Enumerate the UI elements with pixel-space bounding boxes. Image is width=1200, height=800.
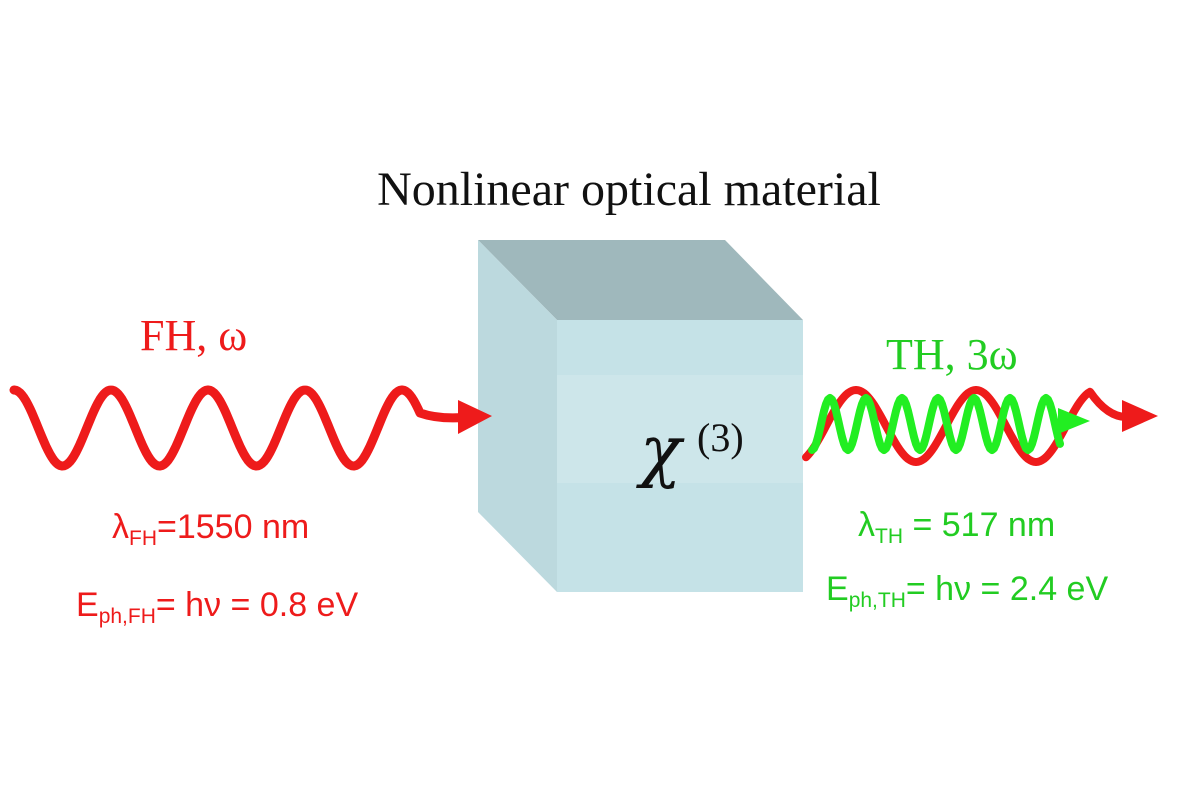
th-photon-energy: Eph,TH= hν = 2.4 eV	[826, 572, 1108, 611]
fh-energy-symbol: E	[76, 586, 99, 624]
th-wavelength-value: = 517 nm	[903, 506, 1056, 544]
fh-incoming-arrowhead	[458, 400, 492, 434]
fh-wavelength-value: =1550 nm	[157, 508, 310, 546]
fh-beam-label: FH, ω	[140, 311, 248, 360]
fh-incoming-wave	[9, 385, 475, 471]
fh-energy-value: = hν = 0.8 eV	[155, 586, 359, 624]
crystal-left-face	[478, 240, 557, 592]
th-wavelength-symbol: λ	[858, 506, 875, 544]
fh-wavelength-subscript: FH	[129, 527, 157, 550]
susceptibility-order: (3)	[697, 415, 744, 460]
th-energy-value: = hν = 2.4 eV	[905, 570, 1109, 608]
th-output-wave	[808, 394, 1064, 454]
th-energy-subscript: ph,TH	[848, 589, 906, 612]
fh-transmitted-arrowhead	[1122, 400, 1158, 432]
crystal-top-face	[478, 240, 803, 320]
susceptibility-symbol: χ	[640, 412, 682, 491]
fh-photon-energy: Eph,FH= hν = 0.8 eV	[76, 588, 358, 627]
th-wavelength-subscript: TH	[875, 525, 903, 548]
th-energy-symbol: E	[826, 570, 849, 608]
th-wavelength: λTH = 517 nm	[858, 508, 1055, 547]
fh-wavelength: λFH=1550 nm	[112, 510, 309, 549]
fh-energy-subscript: ph,FH	[98, 605, 156, 628]
crystal-front-band	[557, 375, 803, 483]
diagram-title: Nonlinear optical material	[377, 163, 881, 216]
th-beam-label: TH, 3ω	[886, 330, 1018, 379]
nonlinear-crystal	[478, 240, 803, 592]
fh-wavelength-symbol: λ	[112, 508, 129, 546]
th-output-arrowhead	[1058, 408, 1090, 434]
